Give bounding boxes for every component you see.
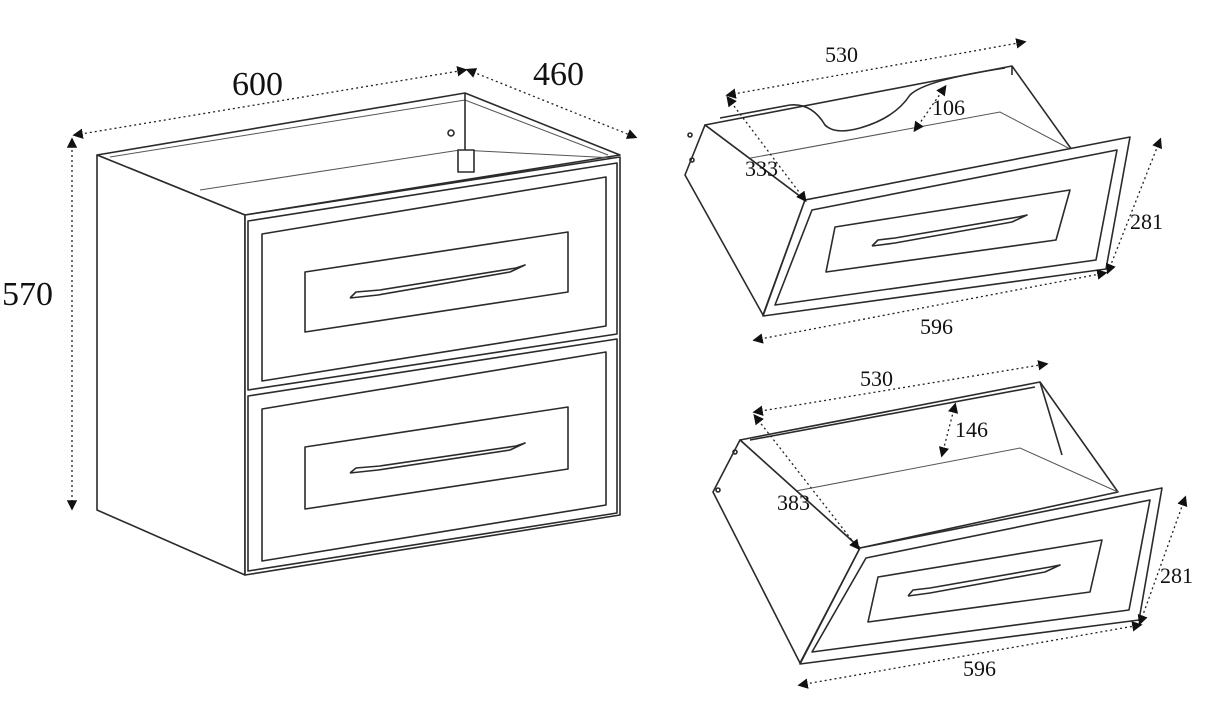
width-dimension-line bbox=[72, 66, 468, 139]
lower-drawer-front-height-label: 281 bbox=[1160, 563, 1193, 588]
lower-drawer-drawing: 530 146 383 281 596 bbox=[712, 360, 1193, 689]
upper-drawer-front-height-label: 281 bbox=[1130, 209, 1163, 234]
cabinet-height-label: 570 bbox=[2, 276, 53, 313]
drawer-handle bbox=[349, 264, 526, 299]
cabinet-drawer-top bbox=[247, 162, 618, 391]
cabinet-drawing: 600 460 570 bbox=[2, 56, 638, 576]
lower-drawer-side-height-label: 146 bbox=[955, 417, 988, 442]
lower-drawer-front-width-label: 596 bbox=[963, 656, 996, 681]
upper-drawer-drawing: 530 106 333 281 596 bbox=[684, 38, 1163, 344]
drawer-handle bbox=[349, 442, 526, 474]
upper-drawer-side-height-label: 106 bbox=[932, 95, 965, 120]
lower-drawer-width-label: 530 bbox=[860, 366, 893, 391]
cabinet-depth-label: 460 bbox=[533, 56, 584, 93]
drawer-handle bbox=[907, 564, 1061, 597]
cabinet-width-label: 600 bbox=[232, 66, 283, 103]
lower-drawer-depth-label: 383 bbox=[777, 490, 810, 515]
cabinet-drawer-bottom bbox=[247, 338, 618, 572]
upper-drawer-depth-label: 333 bbox=[745, 156, 778, 181]
cabinet-bracket bbox=[457, 149, 475, 173]
upper-drawer-front-width-label: 596 bbox=[920, 314, 953, 339]
upper-drawer-width-label: 530 bbox=[825, 42, 858, 67]
cabinet-side-panel bbox=[96, 154, 246, 576]
drawer-handle bbox=[871, 214, 1028, 247]
